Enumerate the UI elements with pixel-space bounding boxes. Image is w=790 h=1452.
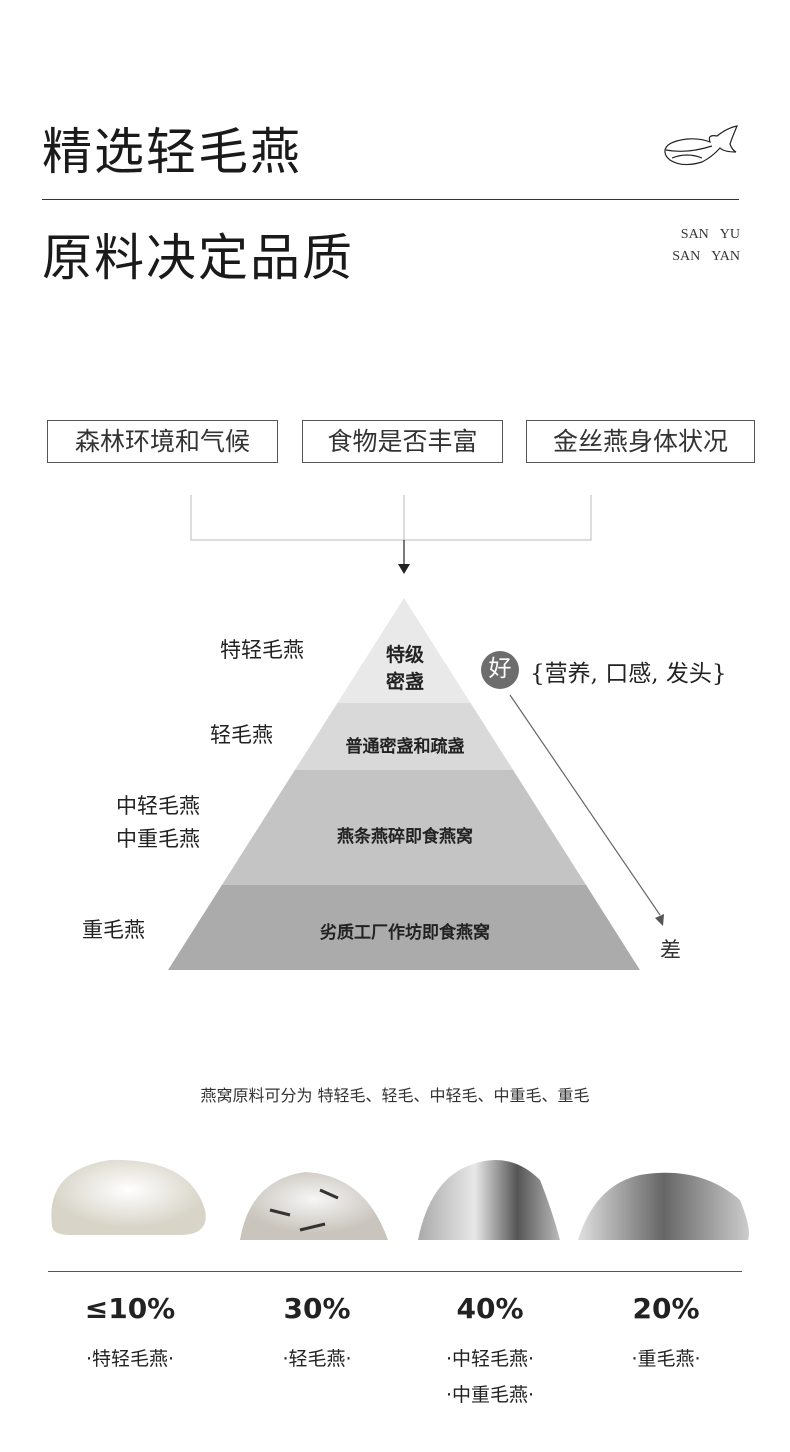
good-attributes: {营养, 口感, 发头} [530, 661, 727, 687]
quality-arrow [509, 694, 661, 916]
bad-label: 差 [660, 938, 681, 962]
brand-line2: SAN YAN [672, 249, 740, 264]
pyramid-level [337, 598, 471, 703]
bird-nest-logo-icon [664, 125, 738, 166]
grade-name: ·重毛燕· [631, 1348, 701, 1370]
grade-name: ·轻毛燕· [282, 1348, 352, 1370]
nest-image-extra-light [51, 1159, 206, 1235]
pyramid-level [168, 885, 640, 970]
nest-image-heavy [578, 1172, 749, 1240]
brand-name: SAN YU SAN YAN [620, 224, 740, 268]
level-label: 轻毛燕 [210, 723, 273, 747]
nest-image-medium [418, 1160, 560, 1240]
grade-name: ·特轻毛燕· [85, 1348, 175, 1370]
arrow-icon [655, 914, 664, 926]
factor-box: 森林环境和气候 [47, 420, 278, 463]
grade-percent: 20% [632, 1292, 700, 1325]
nest-images [51, 1159, 749, 1240]
nest-image-light [240, 1172, 388, 1240]
pyramid-level [294, 703, 514, 770]
caption: 燕窝原料可分为 特轻毛、轻毛、中轻毛、中重毛、重毛 [200, 1086, 590, 1105]
level-label: 特轻毛燕 [220, 638, 304, 662]
brand-line1: SAN YU [680, 227, 740, 242]
level-label: 重毛燕 [82, 918, 145, 942]
pyramid-level [221, 770, 587, 885]
level-inner-text: 劣质工厂作坊即食燕窝 [320, 923, 490, 943]
title-line1: 精选轻毛燕 [42, 123, 302, 181]
level-inner-text: 燕条燕碎即食燕窝 [337, 827, 473, 847]
grade-percent: 40% [456, 1292, 524, 1325]
pyramid-diagram [168, 495, 664, 970]
level-inner-text: 普通密盏和疏盏 [345, 737, 465, 757]
connector-lines [190, 495, 592, 568]
level-label: 中轻毛燕 中重毛燕 [116, 794, 200, 851]
factor-box: 金丝燕身体状况 [526, 420, 755, 463]
level-inner-text: 特级 密盏 [385, 644, 424, 693]
grade-percent: 30% [283, 1292, 351, 1325]
grade-name: ·中重毛燕· [445, 1384, 535, 1406]
arrow-down-icon [398, 564, 410, 574]
grade-percent: ≤10% [84, 1292, 176, 1325]
factor-box: 食物是否丰富 [302, 420, 503, 463]
good-badge: 好 [481, 651, 519, 689]
grade-name: ·中轻毛燕· [445, 1348, 535, 1370]
title-line2: 原料决定品质 [42, 229, 354, 287]
